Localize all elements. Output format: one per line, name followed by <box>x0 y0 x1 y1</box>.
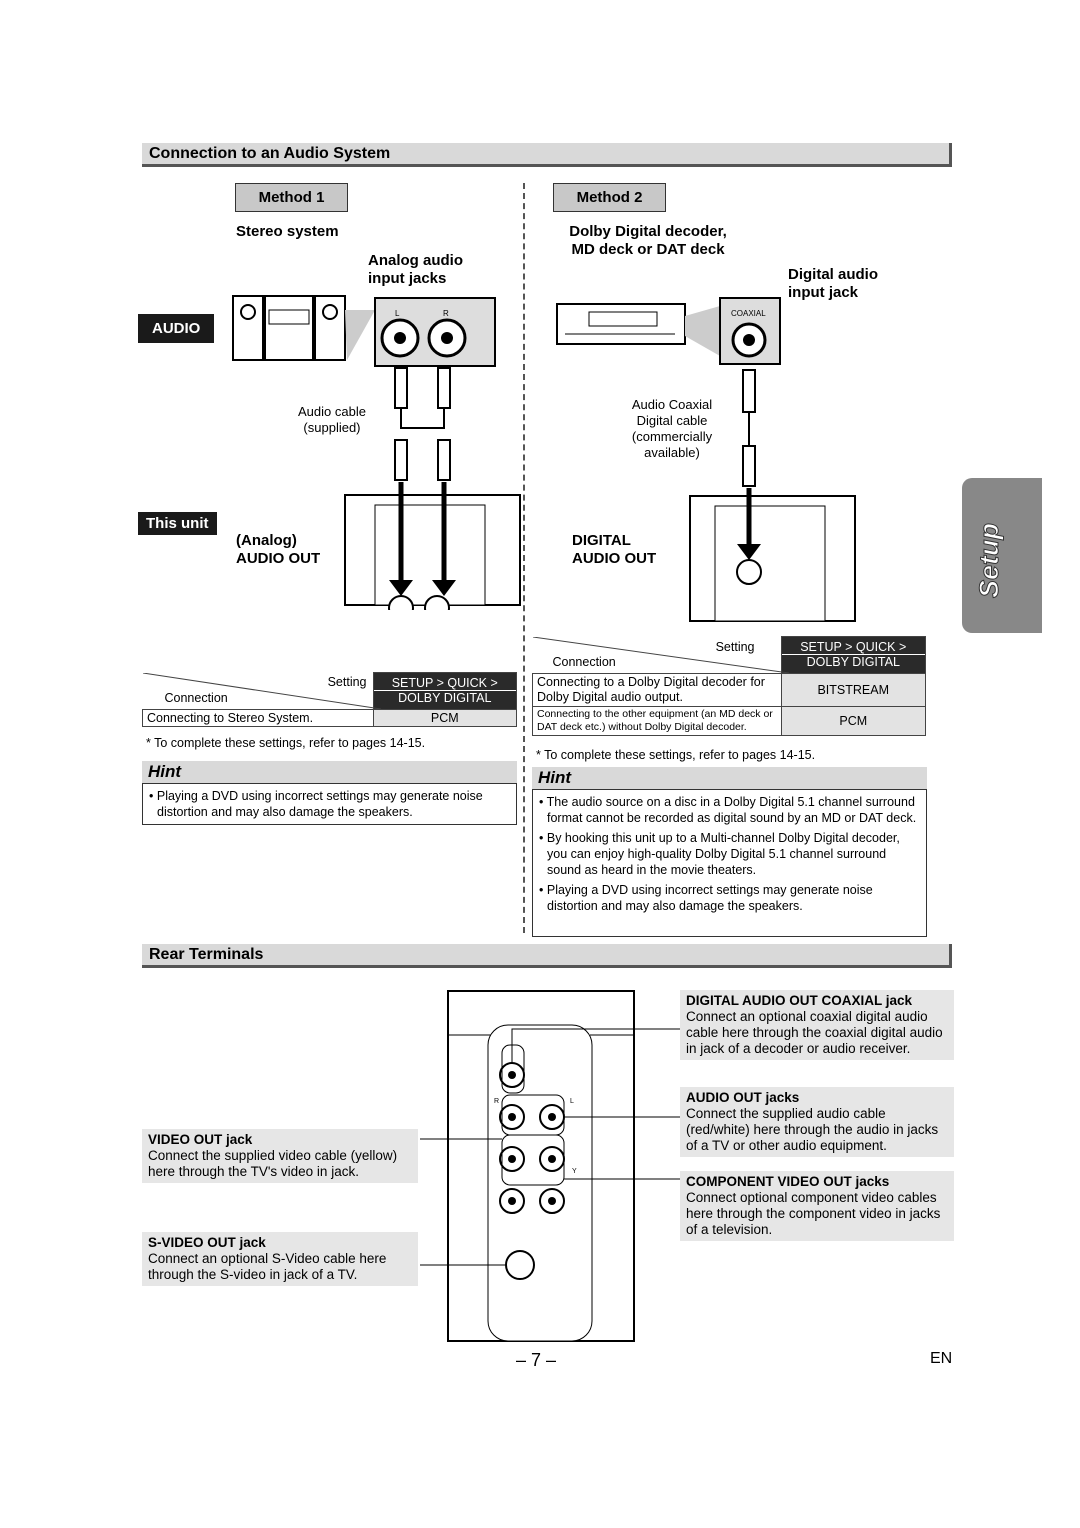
rear-panel-labels: R L Y <box>494 1098 577 1175</box>
hint1-item: • Playing a DVD using incorrect settings… <box>149 789 483 819</box>
method-2-label: Method 2 <box>553 183 666 212</box>
hint2-item: • By hooking this unit up to a Multi-cha… <box>539 831 900 877</box>
table-row-value: PCM <box>372 708 517 727</box>
hint1-title: Hint <box>142 761 517 783</box>
language-label: EN <box>930 1350 953 1367</box>
page-number: – 7 – <box>516 1350 557 1370</box>
hint2-box: • The audio source on a disc in a Dolby … <box>532 789 927 937</box>
section-title-rear-terminals: Rear Terminals <box>142 944 952 968</box>
stereo-diagram: L R <box>232 295 521 610</box>
section-title-audio-system: Connection to an Audio System <box>142 143 952 167</box>
table-row-value: BITSTREAM <box>780 672 926 707</box>
table-row-connection: Connecting to Stereo System. <box>142 708 374 727</box>
hint1-box: • Playing a DVD using incorrect settings… <box>142 783 517 825</box>
hint2-title: Hint <box>532 767 927 789</box>
connection-header: Connection <box>164 690 228 705</box>
menu-path: SETUP > QUICK > <box>373 676 516 692</box>
setup-side-tab: Setup <box>962 478 1042 633</box>
hint2-item: • Playing a DVD using incorrect settings… <box>539 883 873 913</box>
settings-table-method1: Setting Connection SETUP > QUICK > DOLBY… <box>142 672 517 727</box>
analog-audio-out-label: (Analog)AUDIO OUT <box>236 532 321 567</box>
setting-header: Setting <box>715 639 755 654</box>
footnote-method1: * To complete these settings, refer to p… <box>146 736 426 750</box>
audio-tag: AUDIO <box>138 314 215 343</box>
hint2-item: • The audio source on a disc in a Dolby … <box>539 795 917 825</box>
decoder-diagram: COAXIAL <box>556 297 856 622</box>
method-1-label: Method 1 <box>235 183 348 212</box>
stereo-system-label: Stereo system <box>236 223 339 240</box>
svg-text:Y: Y <box>572 1168 577 1175</box>
column-divider <box>523 183 525 933</box>
table-row-connection: Connecting to a Dolby Digital decoder fo… <box>532 672 782 707</box>
svg-text:L: L <box>570 1098 574 1105</box>
settings-table-method2: Setting Connection SETUP > QUICK > DOLBY… <box>532 636 926 736</box>
connection-header: Connection <box>552 654 616 669</box>
table-row-value: PCM <box>780 705 926 736</box>
this-unit-tag: This unit <box>138 512 217 535</box>
svg-text:R: R <box>494 1098 499 1105</box>
setting-header: Setting <box>327 674 367 689</box>
footnote-method2: * To complete these settings, refer to p… <box>536 748 816 762</box>
menu-item: DOLBY DIGITAL <box>398 691 492 706</box>
menu-item: DOLBY DIGITAL <box>806 655 900 670</box>
dolby-device-label: Dolby Digital decoder,MD deck or DAT dec… <box>569 223 727 258</box>
table-row-connection: Connecting to the other equipment (an MD… <box>532 705 782 736</box>
audio-cable-label: Audio cable(supplied) <box>298 404 366 435</box>
svg-text:COAXIAL: COAXIAL <box>731 309 766 318</box>
svg-text:R: R <box>443 309 449 318</box>
menu-path: SETUP > QUICK > <box>781 640 925 656</box>
rear-panel-diagram: R L Y <box>420 990 685 1342</box>
svg-text:L: L <box>395 309 400 318</box>
